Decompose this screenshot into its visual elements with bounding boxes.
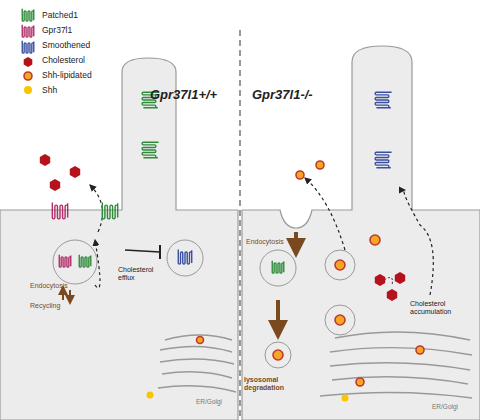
cholesterol-icon [375,274,385,286]
panel-heading: Gpr37l1+/+ [150,88,217,102]
shh-icon [147,392,154,399]
receptor-icon [178,250,191,264]
shh-lipidated-icon [316,161,324,169]
shh-lipidated-icon [370,235,380,245]
annotation-label: lysosomal degradation [244,376,284,391]
legend-label: Gpr37l1 [42,26,72,35]
cholesterol-icon [395,272,405,284]
receptor-icon [22,9,34,21]
panel-heading: Gpr37l1-/- [252,88,313,102]
receptor-icon [272,261,284,273]
shh-icon [342,395,349,402]
receptor-icon [22,41,34,53]
legend-label: Patched1 [42,11,78,20]
receptor-icon [142,142,158,157]
annotation-label: Cholesterol efflux [118,266,156,281]
annotation-label: Recycling [30,302,60,310]
shh-lipidated-icon [197,337,204,344]
cholesterol-icon [50,179,60,191]
annotation-label: Endocytosis [246,238,284,246]
receptor-icon [375,152,391,167]
shh-lipidated-icon [335,260,345,270]
shh-lipidated-icon [24,72,32,80]
annotation-label: ER/Golgi [432,403,458,410]
shh-lipidated-icon [416,346,424,354]
cholesterol-icon [387,289,397,301]
receptor-icon [52,202,67,218]
cholesterol-icon [40,154,50,166]
annotation-label: ER/Golgi [196,398,222,405]
annotation-label: Cholesterol accumulation [410,300,460,315]
shh-lipidated-icon [356,378,364,386]
receptor-icon [22,25,34,37]
shh-lipidated-icon [296,171,304,179]
cholesterol-icon [24,57,33,67]
annotation-label: Endocytosis [30,282,68,290]
receptor-icon [102,202,117,218]
shh-lipidated-icon [273,350,283,360]
legend-label: Shh [42,86,57,95]
receptor-icon [59,255,71,267]
receptor-icon [375,92,391,107]
cholesterol-icon [70,166,80,178]
legend-label: Smoothened [42,41,90,50]
legend-label: Cholesterol [42,56,85,65]
shh-lipidated-icon [335,315,345,325]
legend-label: Shh-lipidated [42,71,92,80]
shh-icon [24,86,32,94]
receptor-icon [79,255,91,267]
